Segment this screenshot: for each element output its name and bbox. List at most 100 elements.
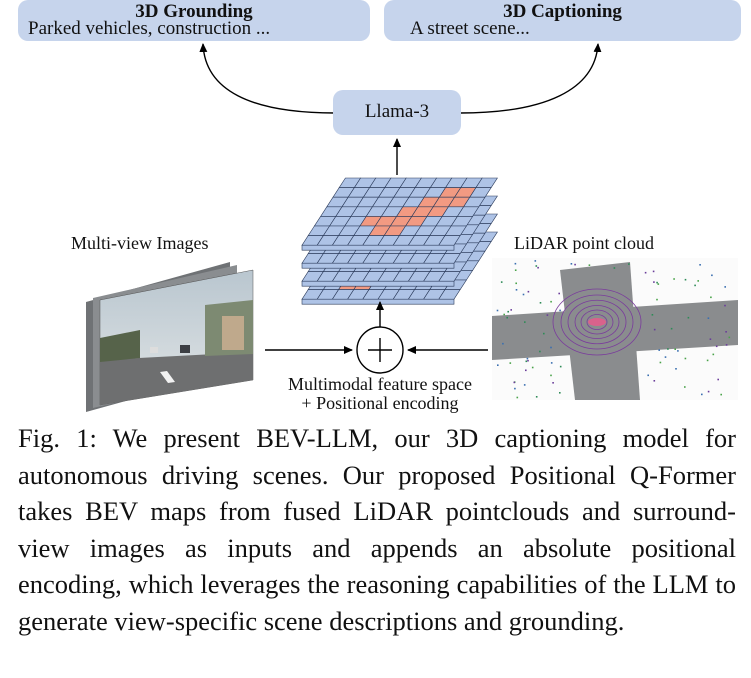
- lidar-point: [715, 345, 718, 348]
- lidar-point: [531, 366, 534, 369]
- lidar-point: [509, 362, 512, 364]
- lidar-point: [717, 378, 719, 381]
- lidar-point: [526, 357, 529, 360]
- lidar-point: [588, 264, 591, 266]
- lidar-point: [656, 298, 658, 301]
- lidar-point: [712, 353, 715, 356]
- llm-label: Llama-3: [364, 101, 430, 122]
- lidar-point: [709, 338, 712, 340]
- lidar-point: [673, 278, 675, 280]
- lidar-point: [539, 350, 541, 353]
- lidar-point: [684, 357, 687, 360]
- lidar-point: [502, 342, 504, 345]
- lidar-point: [503, 313, 505, 316]
- lidar-point: [710, 296, 712, 299]
- lidar-point: [570, 263, 573, 265]
- lidar-point: [522, 293, 525, 296]
- lidar-point: [724, 286, 726, 288]
- lidar-point: [535, 265, 538, 267]
- lidar-point: [699, 264, 701, 266]
- lidar-point: [535, 396, 538, 398]
- lidar-point: [659, 361, 662, 364]
- lidar-point: [628, 263, 630, 265]
- lidar-point: [543, 332, 545, 335]
- arrow-llm-to-grounding: [199, 43, 336, 114]
- lidar-point: [684, 386, 686, 388]
- lidar-ring: [552, 288, 642, 356]
- lidar-point: [552, 382, 554, 384]
- lidar-point: [674, 348, 676, 350]
- bev-grid-cell: [438, 271, 461, 282]
- lidar-point: [514, 387, 516, 390]
- lidar-point: [687, 316, 690, 319]
- lidar-point: [647, 374, 649, 377]
- lidar-point: [550, 346, 552, 349]
- lidar-point: [667, 348, 669, 350]
- lidar-point: [670, 327, 673, 330]
- lidar-point: [525, 369, 527, 372]
- lidar-point: [728, 336, 731, 339]
- lidar-point: [559, 309, 561, 312]
- captioning-text: A street scene...: [410, 18, 530, 39]
- lidar-point: [706, 359, 709, 362]
- lidar-point: [546, 314, 549, 316]
- lidar-point: [675, 368, 677, 370]
- lidar-point: [527, 359, 529, 362]
- lidar-point: [506, 316, 508, 319]
- bev-grid-cell: [438, 289, 461, 300]
- lidar-point: [694, 284, 696, 287]
- lidar-point: [711, 274, 713, 277]
- lidar-point: [497, 364, 499, 366]
- lidar-point: [644, 271, 647, 274]
- lidar-point: [550, 362, 553, 364]
- lidar-point: [720, 393, 722, 396]
- lidar-point: [527, 290, 530, 293]
- bev-feature-grid-stack: [301, 177, 498, 305]
- lidar-point: [537, 266, 539, 269]
- lidar-point: [515, 289, 518, 291]
- lidar-point: [658, 349, 660, 351]
- fusion-label-line2: + Positional encoding: [301, 393, 459, 413]
- grounding-text: Parked vehicles, construction ...: [28, 18, 271, 39]
- multi-view-images-stack: [86, 262, 254, 412]
- lidar-point: [574, 263, 576, 266]
- lidar-ring: [580, 309, 614, 335]
- lidar-point: [514, 269, 517, 271]
- lidar-point: [507, 310, 509, 313]
- lidar-point: [559, 365, 562, 368]
- lidar-point: [525, 360, 528, 363]
- lidar-point: [707, 390, 710, 393]
- lidar-point: [550, 374, 552, 377]
- lidar-ring: [567, 299, 627, 345]
- lidar-point: [510, 309, 512, 311]
- fusion-label-line1: Multimodal feature space: [288, 374, 472, 394]
- lidar-point: [725, 331, 727, 333]
- lidar-point: [701, 393, 703, 396]
- bev-grid-cell: [438, 253, 461, 264]
- lidar-label: LiDAR point cloud: [514, 233, 654, 253]
- llm-box: Llama-3: [333, 90, 461, 135]
- lidar-point: [653, 380, 656, 382]
- lidar-point: [653, 281, 655, 283]
- lidar-point: [652, 270, 655, 273]
- lidar-point: [558, 292, 560, 295]
- captioning-box: 3D Captioning A street scene...: [384, 0, 741, 41]
- lidar-point: [613, 267, 616, 269]
- captioning-title: 3D Captioning: [503, 1, 622, 22]
- lidar-point: [664, 356, 667, 358]
- arrow-llm-to-captioning: [459, 43, 602, 114]
- lidar-point: [523, 384, 526, 386]
- lidar-point: [496, 309, 499, 312]
- lidar-point: [684, 278, 687, 281]
- lidar-point: [550, 300, 552, 303]
- lidar-ring: [560, 294, 634, 350]
- bev-grid-layer: [301, 177, 498, 251]
- lidar-point: [515, 282, 517, 285]
- lidar-point: [539, 302, 542, 304]
- grounding-box: 3D Grounding Parked vehicles, constructi…: [18, 0, 370, 41]
- lidar-point: [516, 396, 519, 399]
- lidar-point: [514, 262, 517, 265]
- lidar-point: [524, 321, 526, 323]
- lidar-point: [725, 344, 728, 346]
